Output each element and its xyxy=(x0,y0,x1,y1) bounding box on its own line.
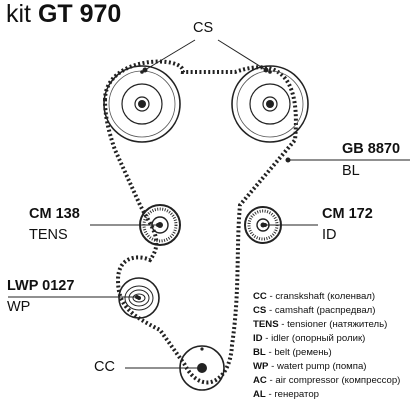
legend: CC - cranskshaft (коленвал) CS - camshaf… xyxy=(253,290,400,402)
water-pump-name: WP xyxy=(7,299,31,315)
belt-name: BL xyxy=(342,163,360,179)
legend-item: ID - idler (опорный ролик) xyxy=(253,333,366,344)
legend-item: AC - air compressor (компрессор) xyxy=(253,375,401,386)
water-pump-pulley xyxy=(118,277,160,319)
camshaft-pulley-left xyxy=(103,65,181,143)
legend-item: CS - camshaft (распредвал) xyxy=(253,305,376,316)
belt xyxy=(102,59,298,385)
legend-item: AL - генератор xyxy=(253,389,319,400)
cs-label: CS xyxy=(193,20,214,36)
belt-code: GB 8870 xyxy=(342,141,401,157)
tensioner-name: TENS xyxy=(29,227,68,243)
legend-item: BL - belt (ремень) xyxy=(253,347,332,358)
crankshaft-label: CC xyxy=(94,359,115,375)
cs-leader xyxy=(142,39,269,73)
camshaft-pulley-right xyxy=(231,65,309,143)
kit-code: GT 970 xyxy=(37,0,122,28)
idler-name: ID xyxy=(322,227,337,243)
kit-prefix: kit xyxy=(6,0,31,28)
tensioner-code: CM 138 xyxy=(29,206,80,222)
legend-item: TENS - tensioner (натяжитель) xyxy=(253,319,388,330)
water-pump-code: LWP 0127 xyxy=(7,278,75,294)
belt-leader xyxy=(285,157,410,163)
kit-title: kit GT 970 xyxy=(6,0,121,29)
legend-item: WP - watert pump (помпа) xyxy=(253,361,367,372)
idler-code: CM 172 xyxy=(322,206,373,222)
legend-item: CC - cranskshaft (коленвал) xyxy=(253,291,376,302)
